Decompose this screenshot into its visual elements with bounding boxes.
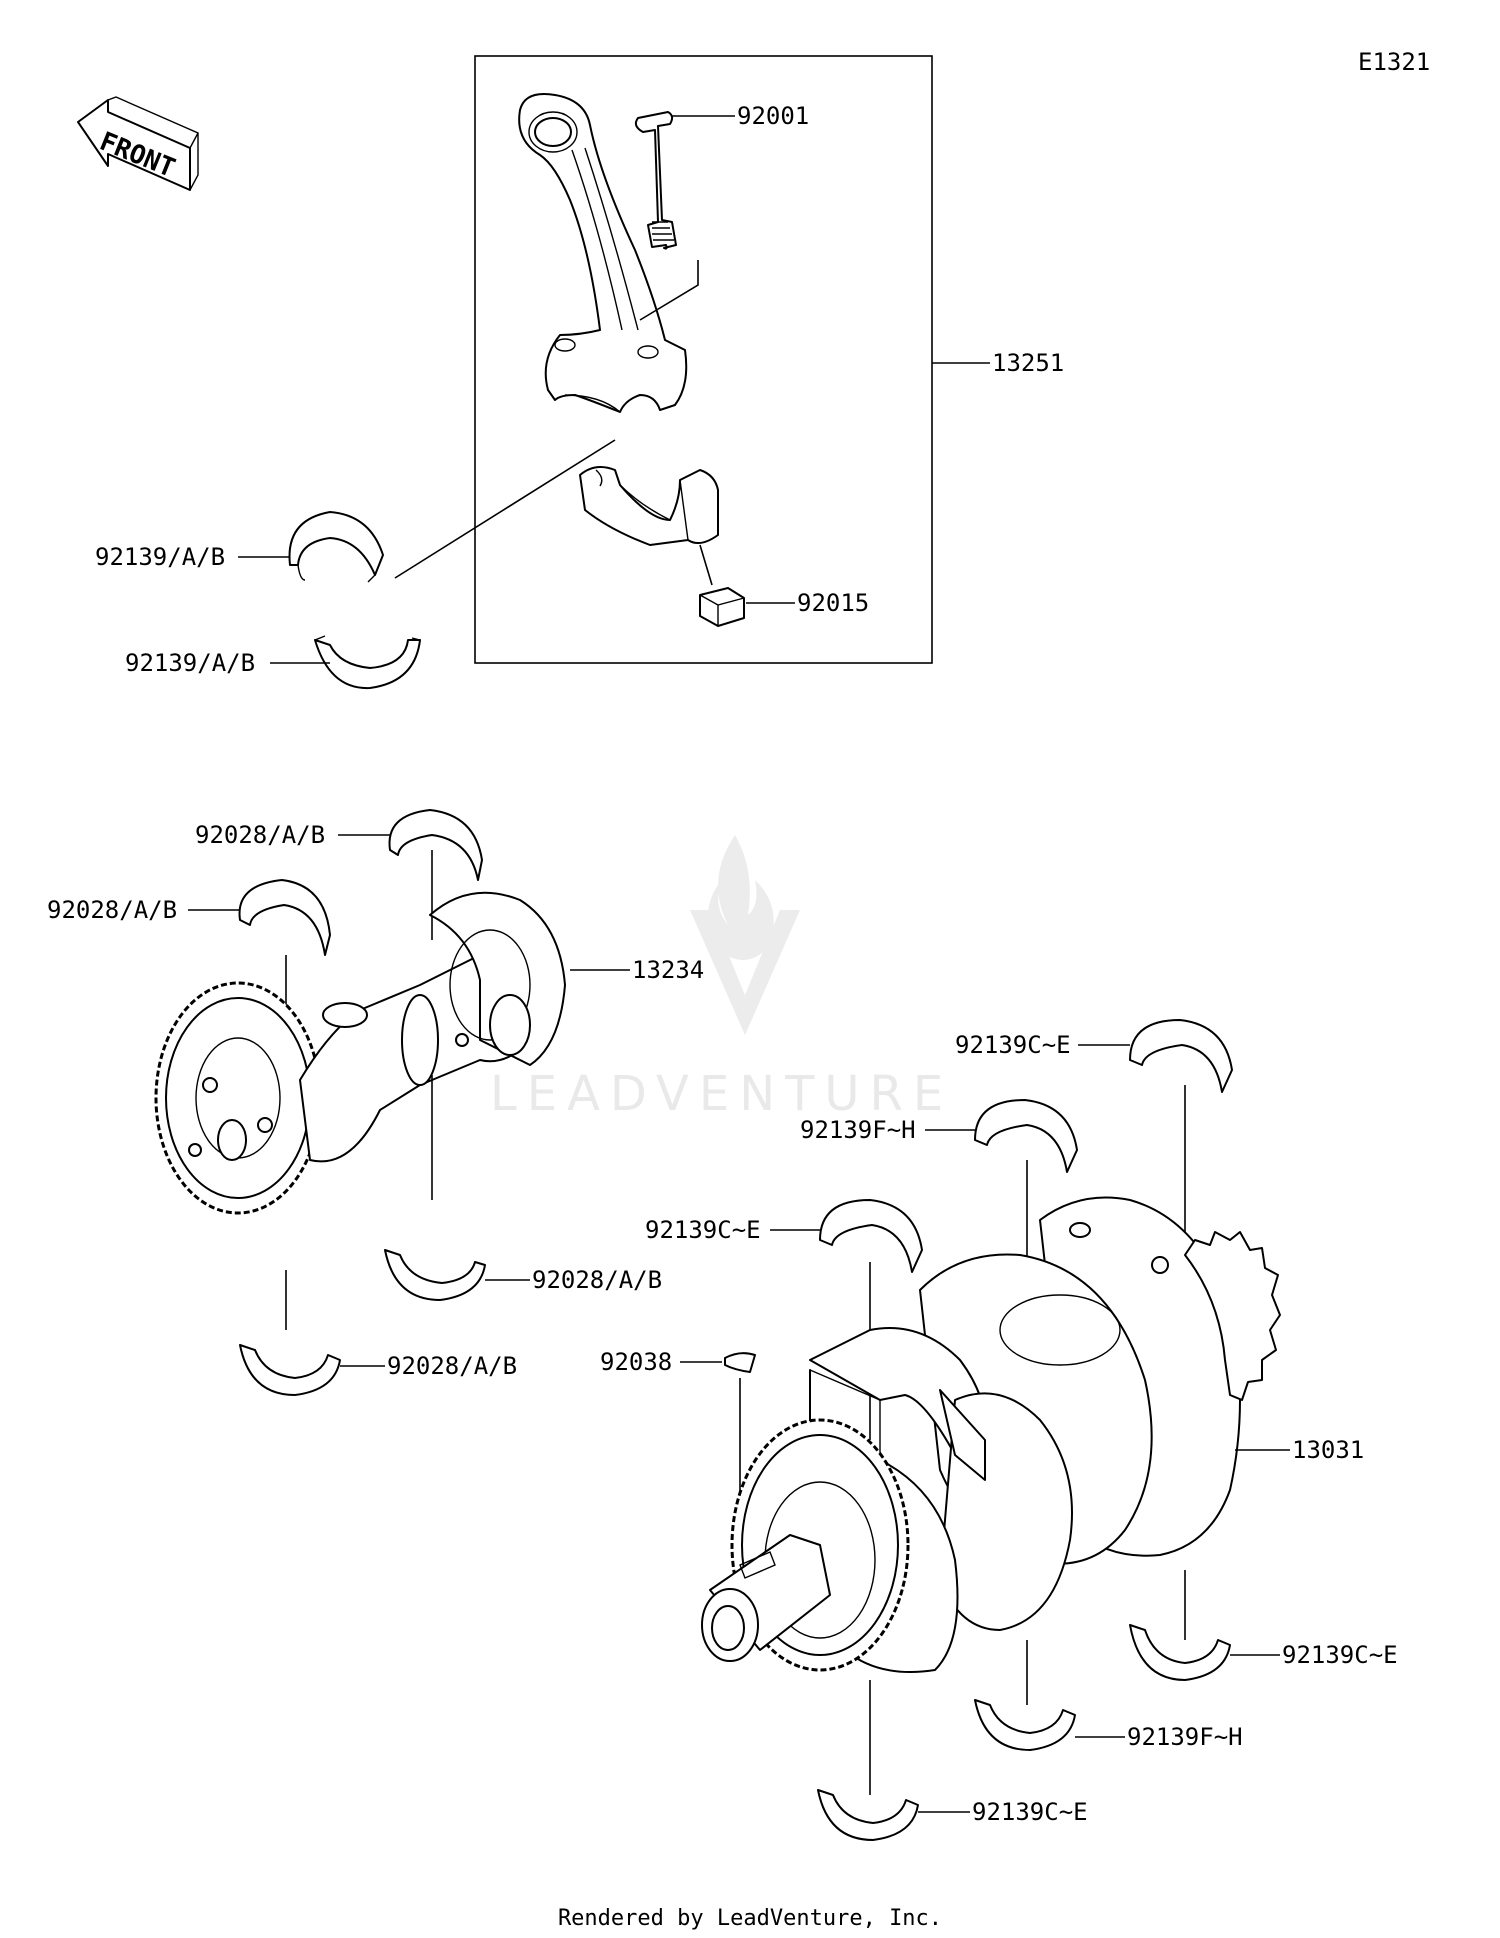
watermark-text: LEADVENTURE [490, 1066, 953, 1122]
callout-92139ce-4: 92139C~E [972, 1798, 1088, 1826]
crank-key-part [724, 1352, 756, 1373]
callout-13251: 13251 [992, 349, 1064, 377]
callout-92139fh-1: 92139F~H [800, 1116, 916, 1144]
crank-bearing-ce-2-part [819, 1199, 923, 1273]
callout-13234: 13234 [632, 956, 704, 984]
crank-bearing-ce-1-part [1129, 1019, 1233, 1093]
leadventure-watermark: LEADVENTURE [490, 835, 953, 1122]
callout-92139ab-2: 92139/A/B [125, 649, 255, 677]
crankshaft-part [701, 1196, 1281, 1673]
connecting-rod-assembly-box [474, 55, 933, 664]
rod-cap-part [579, 465, 719, 546]
balancer-shaft-part [154, 891, 566, 1215]
callout-92139ce-3: 92139C~E [1282, 1641, 1398, 1669]
callout-92028ab-3: 92028/A/B [532, 1266, 662, 1294]
callout-92139fh-2: 92139F~H [1127, 1723, 1243, 1751]
connecting-rod-part [518, 93, 688, 413]
footer-credit: Rendered by LeadVenture, Inc. [557, 1906, 943, 1931]
callout-92139ce-2: 92139C~E [645, 1216, 761, 1244]
callout-92038: 92038 [600, 1348, 672, 1376]
balancer-bearing-1-part [388, 809, 483, 881]
callout-92139ab-1: 92139/A/B [95, 543, 225, 571]
crank-bearing-fh-2-part [974, 1699, 1076, 1751]
callout-92139ce-1: 92139C~E [955, 1031, 1071, 1059]
crank-bearing-ce-4-part [817, 1789, 919, 1841]
rod-bearing-upper-part [288, 511, 384, 583]
balancer-bearing-3-part [384, 1249, 486, 1301]
crank-bearing-ce-3-part [1129, 1624, 1231, 1681]
callout-92028ab-2: 92028/A/B [47, 896, 177, 924]
rod-bearing-lower-part [314, 635, 421, 690]
front-arrow-icon: FRONT [77, 96, 199, 191]
callout-13031: 13031 [1292, 1436, 1364, 1464]
crank-bearing-fh-1-part [974, 1099, 1078, 1173]
diagram-code: E1321 [1358, 48, 1430, 76]
callout-92001: 92001 [737, 102, 809, 130]
callout-92015: 92015 [797, 589, 869, 617]
callout-92028ab-4: 92028/A/B [387, 1352, 517, 1380]
rod-nut-part [699, 587, 745, 627]
callout-92028ab-1: 92028/A/B [195, 821, 325, 849]
rod-bolt-part [634, 111, 677, 250]
balancer-bearing-2-part [238, 879, 331, 956]
balancer-bearing-4-part [239, 1344, 341, 1396]
